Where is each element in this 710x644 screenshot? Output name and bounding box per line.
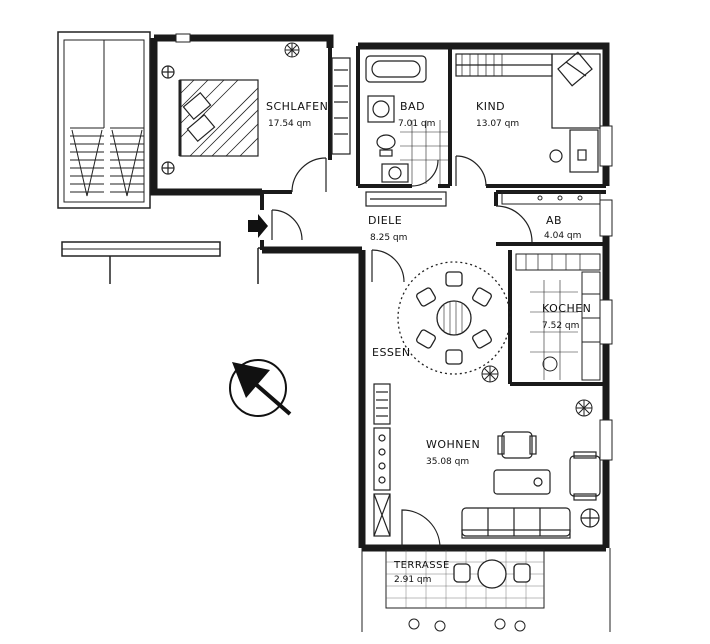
terrasse-area: 2.91 qm — [394, 575, 431, 585]
exterior-walls — [150, 34, 610, 552]
schlafen-name: SCHLAFEN — [266, 100, 328, 113]
schlafen-bed — [161, 57, 351, 175]
kind-name: KIND — [476, 100, 505, 113]
wohnen-area: 35.08 qm — [426, 457, 469, 467]
diele-area: 8.25 qm — [370, 233, 407, 243]
kind-area: 13.07 qm — [476, 119, 519, 129]
wohnen-name: WOHNEN — [426, 438, 480, 451]
interior-walls — [260, 46, 606, 386]
stairwell — [57, 31, 151, 209]
plant-icon — [284, 42, 300, 58]
kochen-fixtures — [515, 253, 601, 381]
plant-icon — [481, 365, 499, 383]
plant-icon — [575, 399, 593, 417]
diele-name: DIELE — [368, 214, 402, 227]
essen-name: ESSEN — [372, 346, 411, 359]
ab-area: 4.04 qm — [544, 231, 581, 241]
north-arrow-icon — [229, 359, 292, 417]
kochen-name: KOCHEN — [542, 302, 591, 315]
terrasse-name: TERRASSE — [393, 560, 450, 571]
schlafen-area: 17.54 qm — [268, 119, 311, 129]
room-labels: SCHLAFEN 17.54 qm BAD 7.01 qm KIND 13.07… — [266, 100, 591, 585]
wohnen-furniture — [373, 383, 601, 549]
kochen-area: 7.52 qm — [542, 321, 579, 331]
entrance-arrow-icon — [248, 214, 268, 238]
diele-fixtures — [271, 155, 533, 283]
essen-dining-set — [397, 261, 511, 375]
bad-fixtures — [365, 55, 448, 184]
ab-name: AB — [546, 214, 562, 227]
bad-name: BAD — [400, 100, 425, 113]
plant-icon — [408, 618, 526, 632]
terrasse — [361, 548, 611, 632]
ab-shelf — [501, 191, 601, 205]
landing — [61, 241, 268, 284]
kind-furniture — [455, 51, 601, 173]
bad-area: 7.01 qm — [398, 119, 435, 129]
